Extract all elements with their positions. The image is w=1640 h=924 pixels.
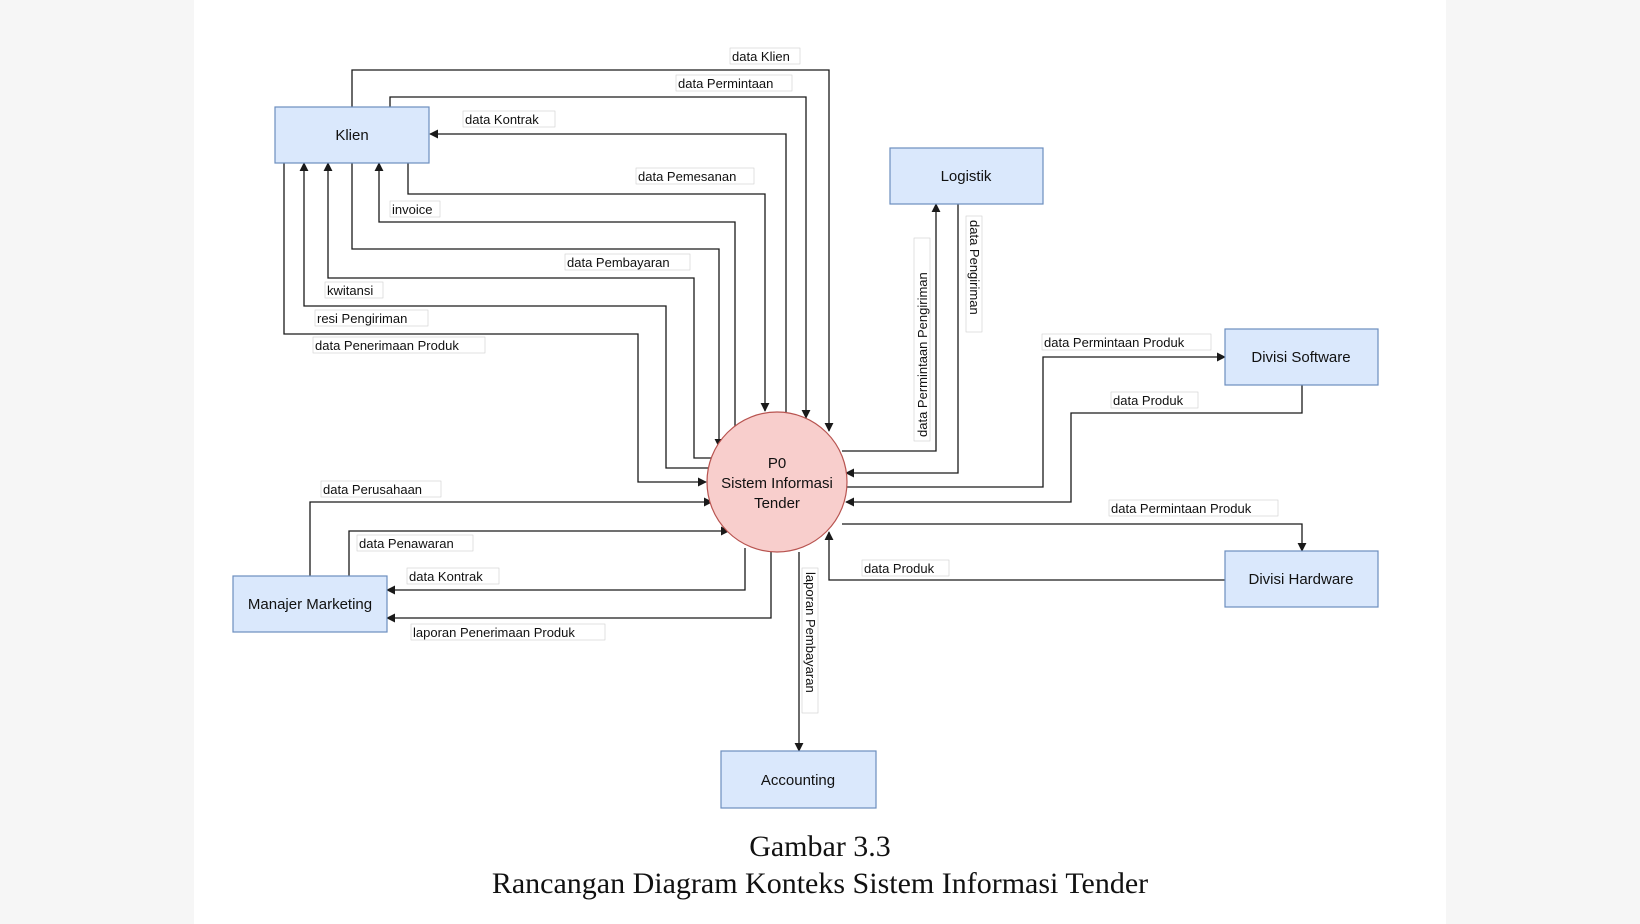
process-p0: P0 Sistem Informasi Tender	[706, 411, 848, 553]
svg-text:Divisi Hardware: Divisi Hardware	[1248, 571, 1353, 588]
svg-text:invoice: invoice	[392, 202, 432, 217]
label-data-pembayaran: data Pembayaran	[564, 253, 691, 271]
svg-text:data Penawaran: data Penawaran	[359, 536, 454, 551]
label-invoice: invoice	[389, 200, 441, 218]
flow-data-kontrak-klien	[429, 129, 787, 417]
flow-pengiriman	[845, 204, 959, 478]
figure-caption: Rancangan Diagram Konteks Sistem Informa…	[491, 867, 1149, 900]
svg-text:data Permintaan Pengiriman: data Permintaan Pengiriman	[915, 272, 930, 437]
label-perusahaan: data Perusahaan	[320, 480, 442, 498]
flow-lines	[283, 69, 1307, 752]
flow-perusahaan	[309, 497, 713, 576]
flow-penawaran	[348, 526, 730, 576]
svg-text:Divisi Software: Divisi Software	[1251, 349, 1350, 366]
svg-text:data Perusahaan: data Perusahaan	[323, 482, 422, 497]
flow-resi	[299, 162, 710, 469]
svg-text:data Pemesanan: data Pemesanan	[638, 169, 736, 184]
flow-data-penerimaan	[283, 163, 707, 487]
svg-text:Accounting: Accounting	[761, 772, 835, 789]
flow-data-klien	[351, 69, 834, 432]
label-software-produk: data Produk	[1110, 391, 1199, 409]
svg-text:kwitansi: kwitansi	[327, 283, 373, 298]
flow-software-permintaan	[846, 352, 1226, 488]
entity-logistik: Logistik	[889, 147, 1044, 205]
label-hardware-permintaan: data Permintaan Produk	[1108, 499, 1279, 517]
label-data-klien: data Klien	[729, 47, 801, 65]
entity-manajer-marketing: Manajer Marketing	[232, 575, 388, 633]
label-data-penerimaan: data Penerimaan Produk	[312, 336, 486, 354]
label-laporan-penerimaan: laporan Penerimaan Produk	[410, 623, 606, 641]
svg-text:resi Pengiriman: resi Pengiriman	[317, 311, 407, 326]
entity-accounting: Accounting	[720, 750, 877, 809]
process-name-line2: Tender	[754, 495, 800, 512]
svg-text:laporan Penerimaan Produk: laporan Penerimaan Produk	[413, 625, 575, 640]
svg-text:Klien: Klien	[335, 127, 368, 144]
label-resi: resi Pengiriman	[314, 309, 429, 327]
svg-text:data Permintaan: data Permintaan	[678, 76, 773, 91]
label-kontrak-marketing: data Kontrak	[406, 567, 500, 585]
svg-text:data Kontrak: data Kontrak	[465, 112, 539, 127]
svg-text:laporan Pembayaran: laporan Pembayaran	[803, 572, 818, 693]
label-data-permintaan: data Permintaan	[675, 74, 793, 92]
figure-number: Gambar 3.3	[749, 830, 891, 863]
svg-text:data Kontrak: data Kontrak	[409, 569, 483, 584]
svg-text:Manajer Marketing: Manajer Marketing	[248, 596, 372, 613]
flow-hardware-produk	[824, 531, 1225, 581]
flow-labels: data Klien data Permintaan data Kontrak …	[312, 47, 1279, 714]
flow-hardware-permintaan	[842, 523, 1307, 552]
svg-text:data Permintaan Produk: data Permintaan Produk	[1044, 335, 1185, 350]
flow-software-produk	[845, 385, 1303, 507]
flow-kontrak-marketing	[386, 548, 746, 595]
flow-kwitansi	[323, 162, 713, 459]
label-data-pemesanan: data Pemesanan	[635, 167, 755, 185]
label-hardware-produk: data Produk	[861, 559, 950, 577]
flow-data-pemesanan	[407, 163, 770, 412]
flow-data-pembayaran	[351, 163, 724, 448]
label-permintaan-pengiriman: data Permintaan Pengiriman	[913, 237, 931, 442]
label-kwitansi: kwitansi	[324, 281, 384, 299]
flow-laporan-penerimaan	[386, 552, 772, 623]
entity-klien: Klien	[274, 106, 430, 164]
entity-divisi-hardware: Divisi Hardware	[1224, 550, 1379, 608]
svg-text:data Pengiriman: data Pengiriman	[967, 220, 982, 315]
svg-text:Logistik: Logistik	[941, 168, 992, 185]
label-software-permintaan: data Permintaan Produk	[1041, 333, 1212, 351]
svg-text:data Produk: data Produk	[864, 561, 935, 576]
label-penawaran: data Penawaran	[356, 534, 474, 552]
svg-text:data Permintaan Produk: data Permintaan Produk	[1111, 501, 1252, 516]
process-name-line1: Sistem Informasi	[721, 475, 833, 492]
svg-text:data Klien: data Klien	[732, 49, 790, 64]
svg-text:data Produk: data Produk	[1113, 393, 1184, 408]
label-data-kontrak-klien: data Kontrak	[462, 110, 556, 128]
entity-divisi-software: Divisi Software	[1224, 328, 1379, 386]
flow-permintaan-pengiriman	[842, 203, 941, 452]
flow-invoice	[374, 162, 736, 429]
svg-text:data Pembayaran: data Pembayaran	[567, 255, 670, 270]
process-id: P0	[768, 455, 786, 472]
flow-data-permintaan	[389, 96, 811, 419]
svg-text:data Penerimaan Produk: data Penerimaan Produk	[315, 338, 459, 353]
label-pengiriman: data Pengiriman	[965, 215, 983, 333]
label-laporan-pembayaran: laporan Pembayaran	[801, 567, 819, 714]
